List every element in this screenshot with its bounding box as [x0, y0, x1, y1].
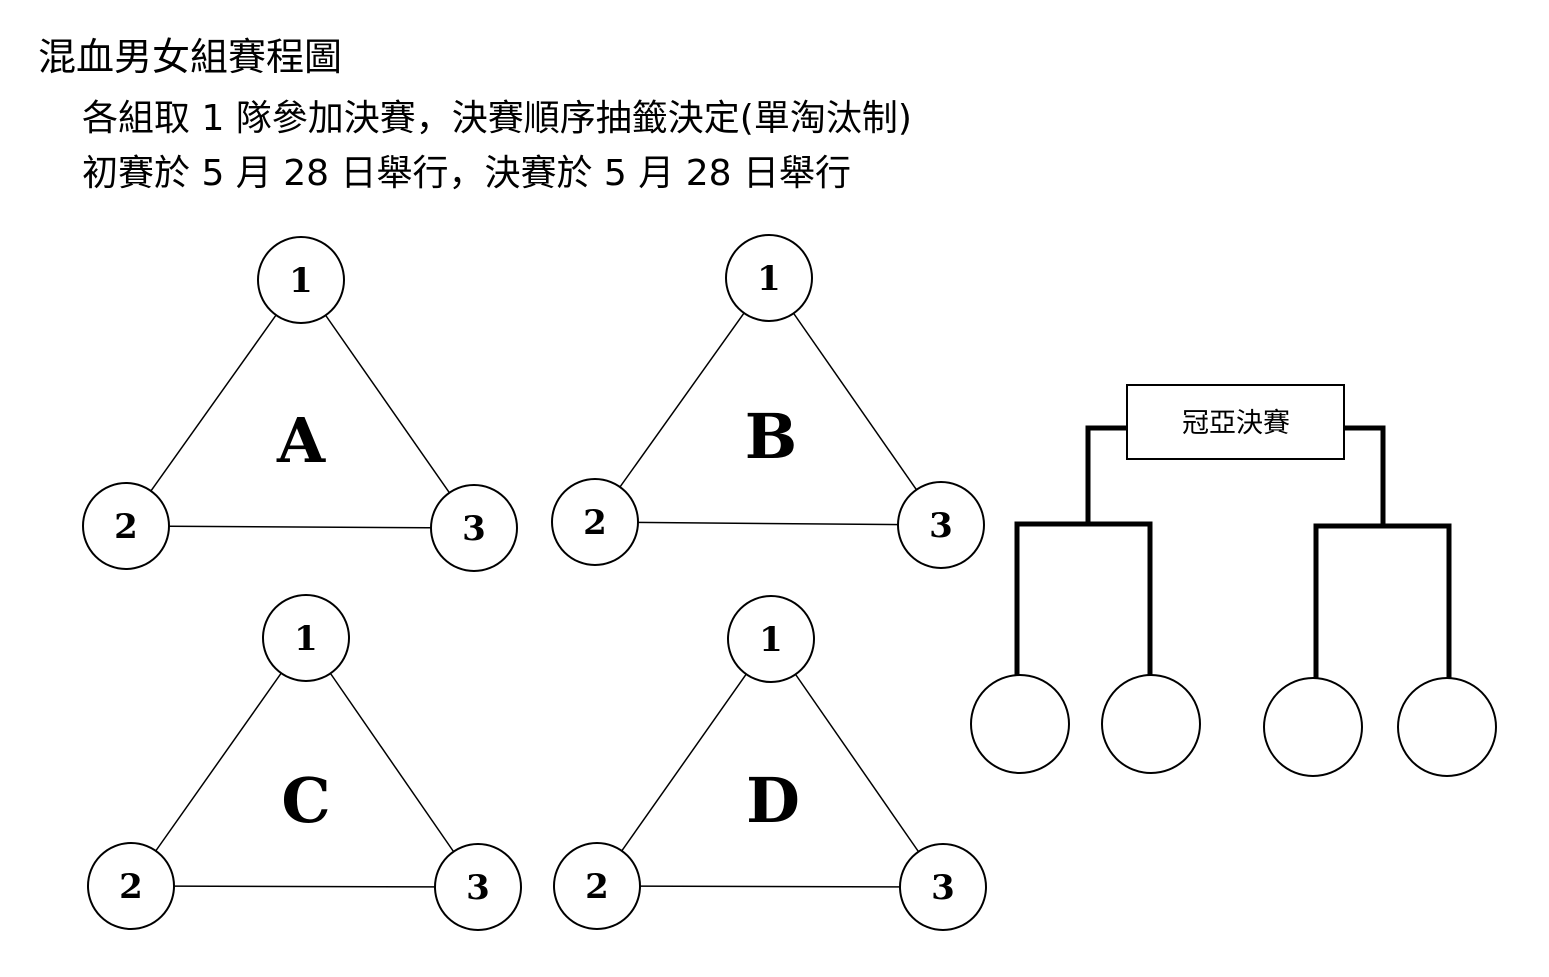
group-a-seed-3-node [430, 484, 518, 572]
group-d-seed-1: 1 [759, 620, 783, 660]
group-c-seed-3: 3 [466, 868, 490, 908]
group-b-seed-3: 3 [929, 506, 953, 546]
bracket-semifinal-right [1313, 523, 1452, 680]
group-a-edge-2-3 [125, 525, 475, 529]
group-d-edge-2-3 [596, 885, 944, 888]
bracket-left-connector [1085, 425, 1127, 524]
group-b-seed-2-node [551, 478, 639, 566]
subtitle-qualification-rule: 各組取 1 隊參加決賽，決賽順序抽籤決定(單淘汰制) [82, 98, 912, 139]
group-a-seed-3: 3 [462, 509, 486, 549]
group-c-seed-3-node [434, 843, 522, 931]
group-c-edge-1-2 [130, 637, 307, 887]
group-d-seed-1-node [727, 595, 815, 683]
group-c-letter: C [281, 764, 330, 837]
group-d: 1 2 3 D [553, 595, 987, 931]
group-c: 1 2 3 C [87, 594, 522, 931]
final-label: 冠亞決賽 [1182, 408, 1290, 439]
group-c-seed-2-node [87, 842, 175, 930]
group-c-edge-2-3 [130, 885, 479, 888]
final-slot-2 [1101, 674, 1201, 774]
group-b-letter: B [745, 400, 797, 473]
group-c-edge-1-3 [305, 637, 479, 888]
bracket-right-connector [1344, 425, 1386, 526]
group-a-seed-2: 2 [114, 507, 138, 547]
group-a-seed-1: 1 [289, 261, 313, 301]
final-slot-1 [970, 674, 1070, 774]
group-d-seed-2: 2 [585, 867, 609, 907]
final-label-box [1126, 384, 1345, 460]
final-slot-3 [1263, 677, 1363, 777]
subtitle-schedule: 初賽於 5 月 28 日舉行，決賽於 5 月 28 日舉行 [82, 153, 851, 194]
bracket-semifinal-left [1014, 521, 1153, 675]
page-title: 混血男女組賽程圖 [38, 35, 343, 79]
group-a-edge-1-2 [125, 279, 302, 527]
group-a-seed-1-node [257, 236, 345, 324]
group-d-seed-3-node [899, 843, 987, 931]
group-d-letter: D [746, 764, 800, 837]
group-a-letter: A [276, 404, 326, 477]
group-a-edge-1-3 [300, 279, 475, 529]
group-b-seed-1: 1 [757, 259, 781, 299]
group-b-edge-1-2 [594, 277, 770, 523]
group-c-seed-1-node [262, 594, 350, 682]
group-c-seed-2: 2 [119, 867, 143, 907]
group-a: 1 2 3 A [82, 236, 518, 572]
group-d-edge-1-3 [770, 638, 944, 888]
group-b: 1 2 3 B [551, 234, 985, 569]
group-b-seed-1-node [725, 234, 813, 322]
group-d-edge-1-2 [596, 638, 772, 887]
group-d-seed-3: 3 [931, 868, 955, 908]
group-b-edge-1-3 [768, 277, 942, 526]
group-b-edge-2-3 [594, 521, 942, 526]
final-slot-4 [1397, 677, 1497, 777]
final-bracket: 冠亞決賽 [970, 384, 1497, 777]
group-c-seed-1: 1 [294, 619, 318, 659]
group-b-seed-2: 2 [583, 503, 607, 543]
group-a-seed-2-node [82, 482, 170, 570]
group-d-seed-2-node [553, 842, 641, 930]
group-b-seed-3-node [897, 481, 985, 569]
